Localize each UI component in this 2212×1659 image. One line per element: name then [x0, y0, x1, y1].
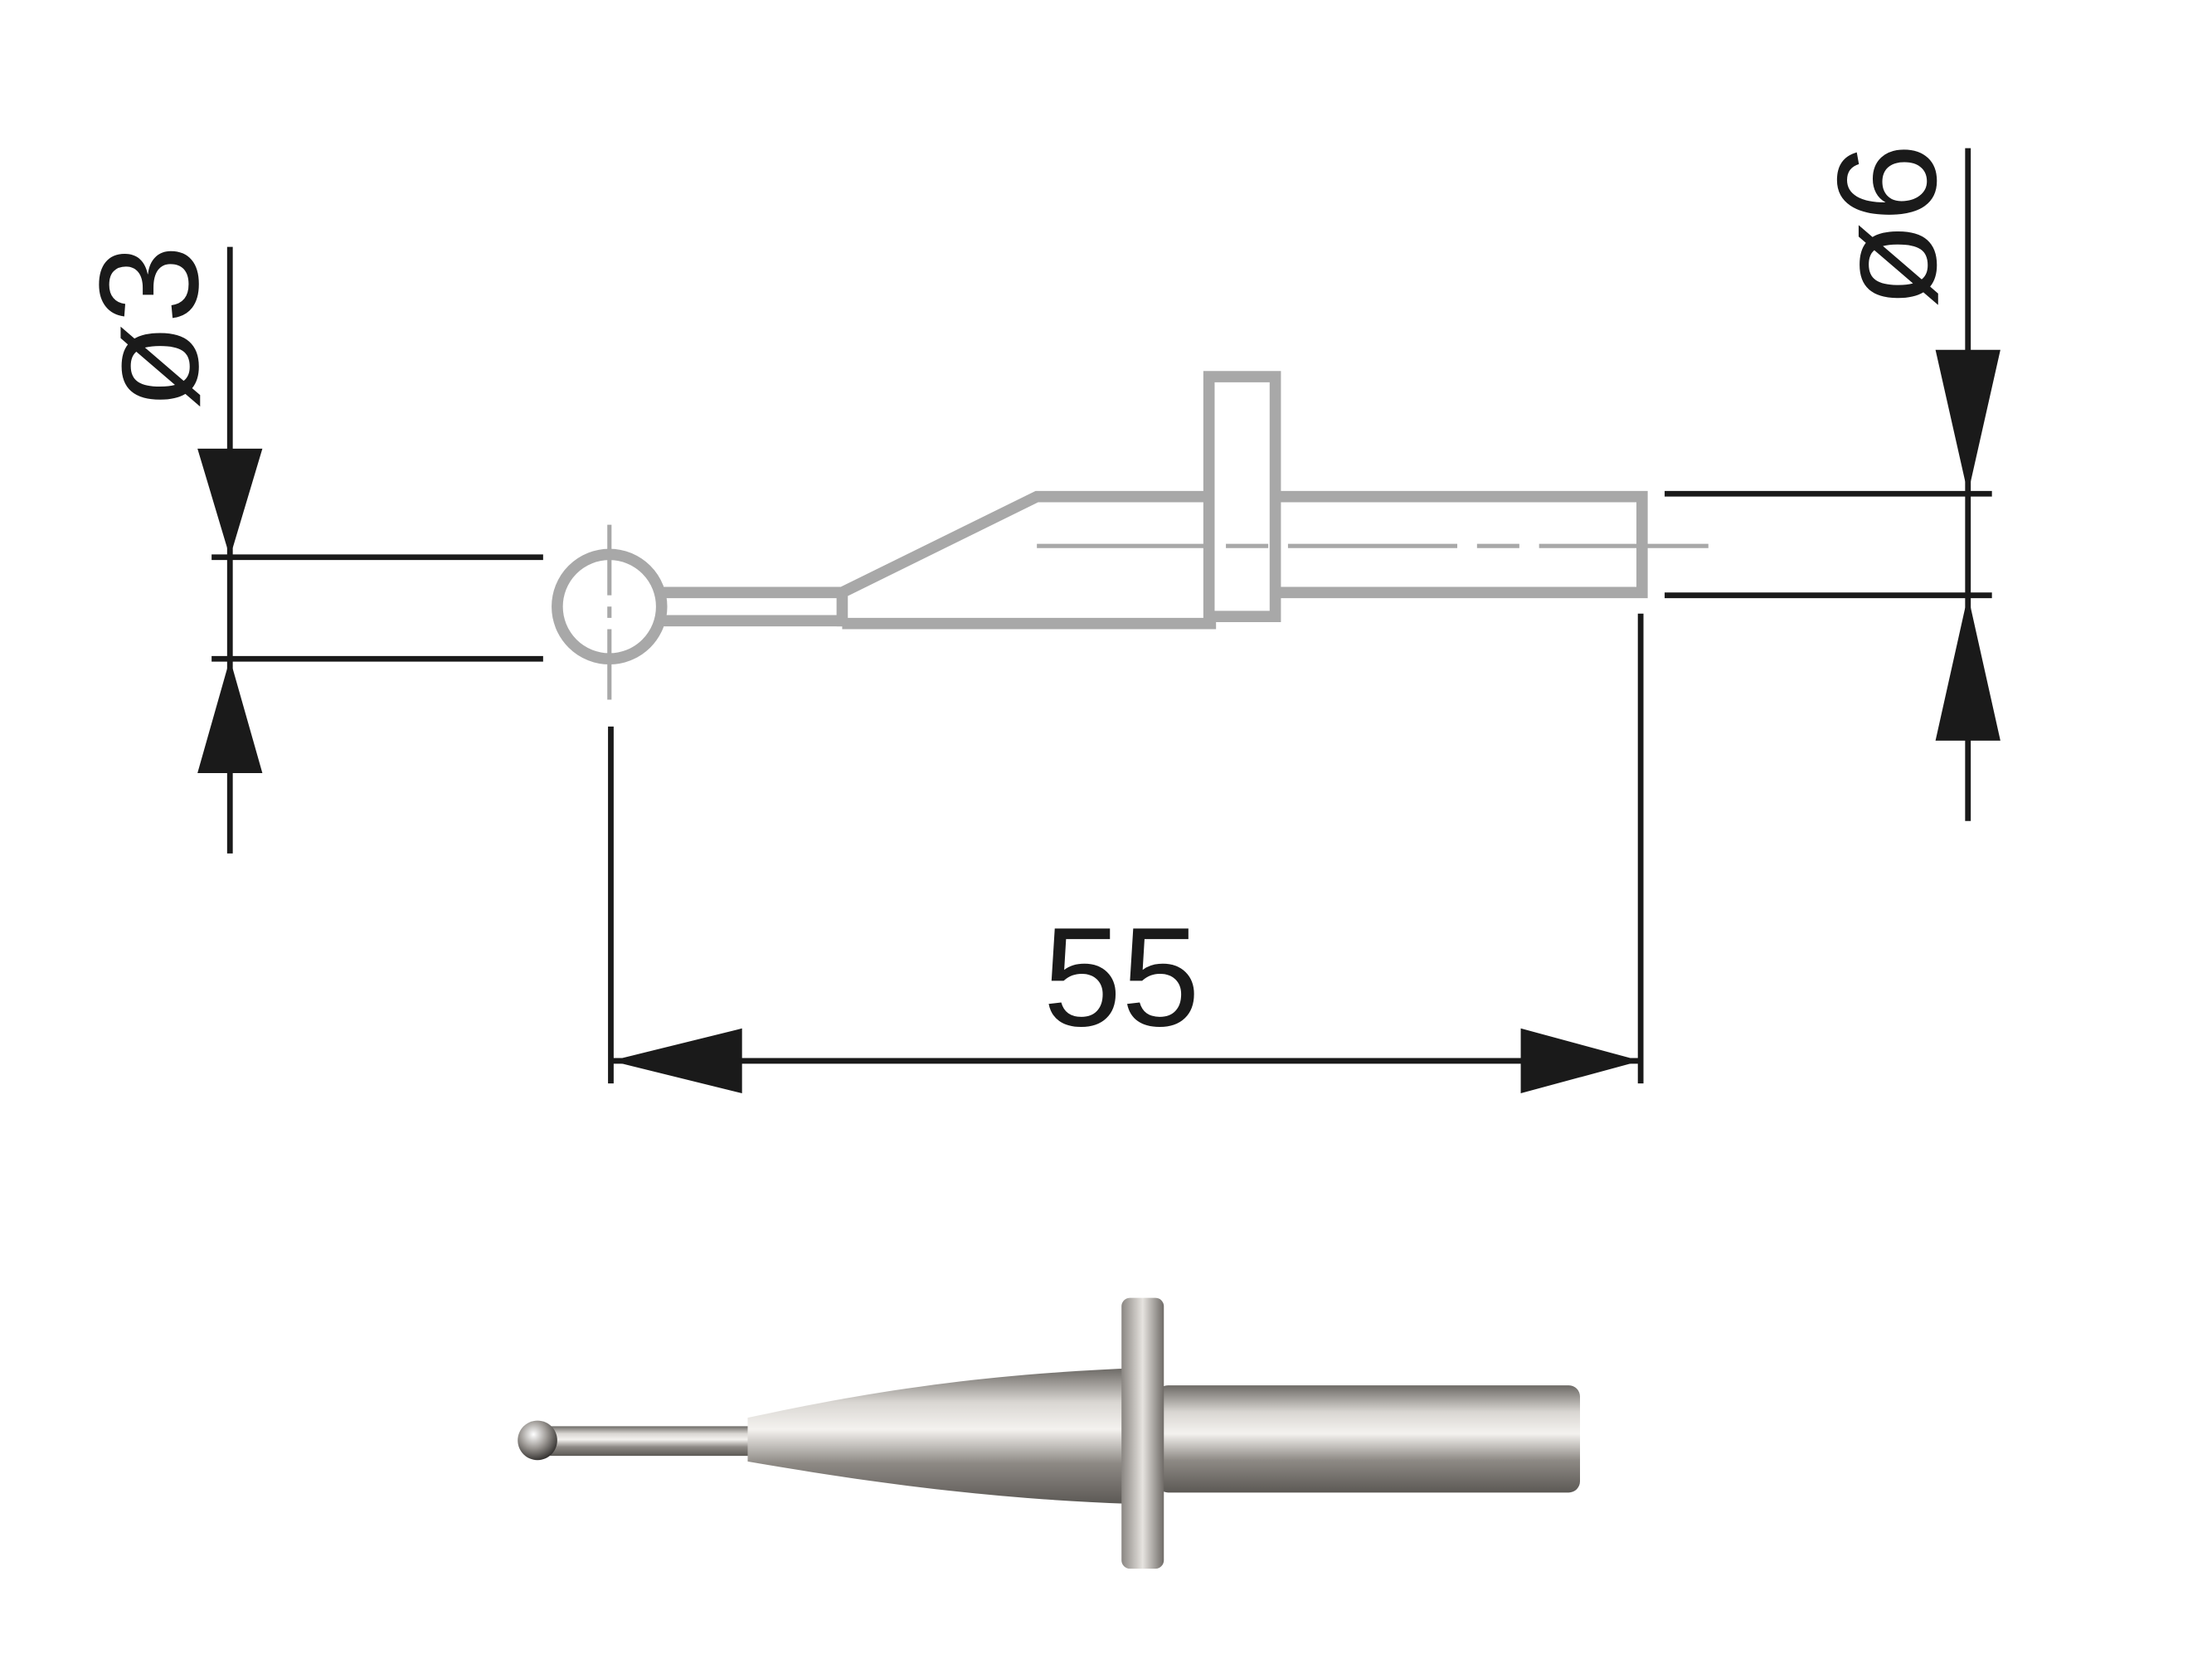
probe-outline: [552, 371, 1719, 702]
ball-diameter-dimension: [197, 246, 543, 854]
ball-diameter-label: ø3: [70, 245, 228, 409]
length-label: 55: [1043, 898, 1200, 1056]
probe-shank: [1156, 1385, 1580, 1493]
arrow-down-icon: [197, 448, 263, 557]
arrow-down-icon: [1935, 349, 2001, 494]
shank-diameter-dimension: [1665, 148, 2001, 821]
probe-stem-outline: [661, 586, 843, 627]
probe-cone: [747, 1368, 1129, 1504]
probe-flange: [1121, 1297, 1164, 1569]
arrow-right-icon: [1520, 1028, 1641, 1094]
probe-flange-outline: [1203, 371, 1281, 622]
probe-ruby-ball: [518, 1420, 557, 1461]
probe-cone-outline: [836, 490, 1217, 630]
probe-photo: [518, 1297, 1580, 1569]
arrow-left-icon: [610, 1028, 742, 1094]
probe-stem: [550, 1426, 755, 1457]
arrow-up-icon: [1935, 595, 2001, 741]
arrow-up-icon: [197, 659, 263, 773]
length-dimension: [608, 613, 1644, 1094]
shank-diameter-label: ø6: [1809, 144, 1966, 308]
